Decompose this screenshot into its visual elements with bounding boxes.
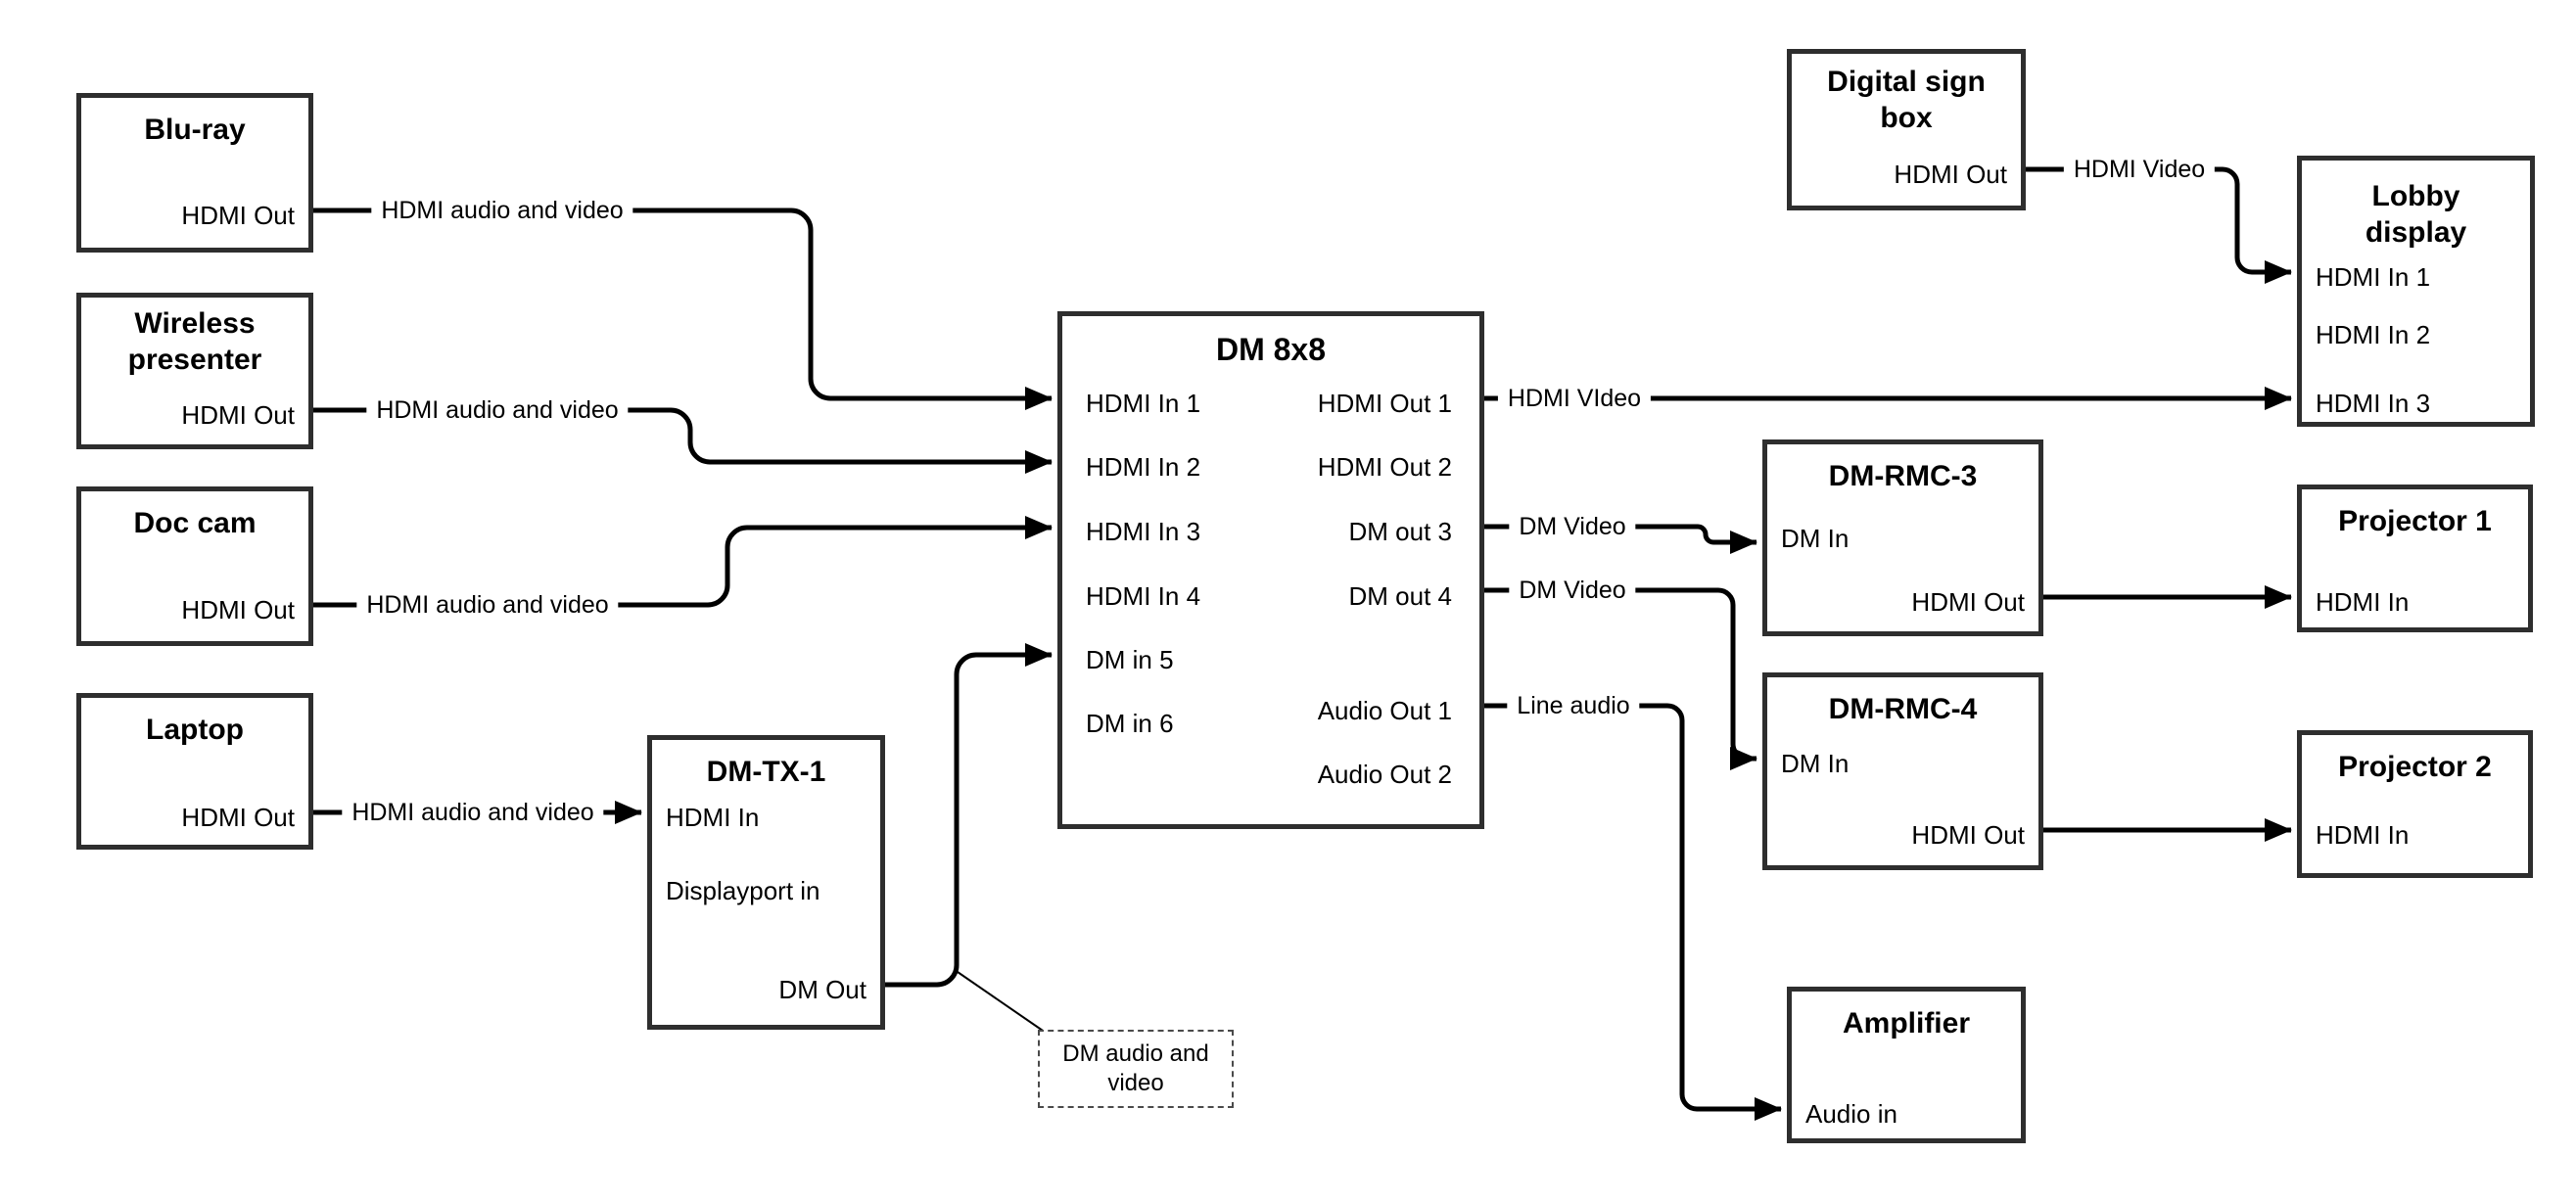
node-dm-8x8: DM 8x8 HDMI In 1 HDMI In 2 HDMI In 3 HDM… xyxy=(1057,311,1484,829)
wire-label-dm-out-4: DM Video xyxy=(1509,576,1636,605)
wire-dm8x8-audioout1-to-amplifier-audio-in xyxy=(1484,703,1782,1121)
port-lobby-hdmi-in-1: HDMI In 1 xyxy=(2316,262,2431,292)
node-dm-tx-1: DM-TX-1 HDMI In Displayport in DM Out xyxy=(647,735,885,1030)
node-lobby-display-title: Lobby display xyxy=(2365,180,2467,249)
node-dm-rmc-4-title: DM-RMC-4 xyxy=(1828,693,1978,725)
node-wireless-presenter-title: Wireless presenter xyxy=(127,307,262,376)
node-amplifier: Amplifier Audio in xyxy=(1787,987,2026,1143)
wire-dm8x8-dmout4-to-dmrmc4-dm-in xyxy=(1484,587,1757,770)
port-dmrmc4-dm-in: DM In xyxy=(1781,749,1850,778)
node-dm-tx-1-title: DM-TX-1 xyxy=(706,756,826,788)
wire-label-laptop: HDMI audio and video xyxy=(342,798,604,827)
port-dmtx1-dm-out: DM Out xyxy=(778,975,866,1004)
wire-bluray-to-dm8x8-hdmi-in1 xyxy=(313,208,1053,410)
node-doc-cam: Doc cam HDMI Out xyxy=(76,486,313,646)
wire-label-bluray: HDMI audio and video xyxy=(371,196,633,225)
node-projector-2-title: Projector 2 xyxy=(2338,751,2492,783)
port-dmrmc4-hdmi-out: HDMI Out xyxy=(1911,820,2025,850)
port-dm8x8-hdmi-out-1: HDMI Out 1 xyxy=(1317,389,1452,418)
node-laptop: Laptop HDMI Out xyxy=(76,693,313,850)
port-laptop-hdmi-out: HDMI Out xyxy=(181,803,295,832)
port-projector2-hdmi-in: HDMI In xyxy=(2316,820,2410,850)
port-dm8x8-hdmi-in-1: HDMI In 1 xyxy=(1086,389,1201,418)
wire-label-doccam: HDMI audio and video xyxy=(356,590,619,620)
wire-label-dm-out-3: DM Video xyxy=(1509,512,1636,541)
port-doccam-hdmi-out: HDMI Out xyxy=(181,595,295,624)
port-amplifier-audio-in: Audio in xyxy=(1805,1099,1897,1129)
port-dm8x8-audio-out-1: Audio Out 1 xyxy=(1317,696,1452,725)
annotation-leader-line xyxy=(957,971,1047,1034)
wire-label-audio-out-1: Line audio xyxy=(1507,691,1640,720)
port-dm8x8-dm-in-6: DM in 6 xyxy=(1086,709,1174,738)
port-dm8x8-hdmi-in-3: HDMI In 3 xyxy=(1086,517,1201,546)
port-bluray-hdmi-out: HDMI Out xyxy=(181,201,295,230)
port-lobby-hdmi-in-2: HDMI In 2 xyxy=(2316,320,2431,349)
node-projector-2: Projector 2 HDMI In xyxy=(2297,730,2533,878)
node-bluray: Blu-ray HDMI Out xyxy=(76,93,313,253)
node-laptop-title: Laptop xyxy=(146,714,244,746)
annotation-dm-audio-and-video: DM audio and video xyxy=(1038,1030,1234,1108)
port-dm8x8-hdmi-in-2: HDMI In 2 xyxy=(1086,452,1201,482)
port-dmrmc3-hdmi-out: HDMI Out xyxy=(1911,587,2025,617)
port-wireless-hdmi-out: HDMI Out xyxy=(181,400,295,430)
wire-label-digital-sign: HDMI Video xyxy=(2063,155,2216,184)
wire-label-hdmi-out-1: HDMI VIdeo xyxy=(1497,384,1652,413)
node-wireless-presenter: Wireless presenter HDMI Out xyxy=(76,293,313,449)
node-dm-rmc-4: DM-RMC-4 DM In HDMI Out xyxy=(1762,672,2043,870)
wire-dmtx1-dmout-to-dm8x8-dm-in5 xyxy=(885,643,1053,988)
wire-doccam-to-dm8x8-hdmi-in3 xyxy=(313,516,1053,608)
port-dm8x8-dm-out-4: DM out 4 xyxy=(1348,581,1453,611)
port-dm8x8-hdmi-out-2: HDMI Out 2 xyxy=(1317,452,1452,482)
port-dmtx1-hdmi-in: HDMI In xyxy=(666,803,760,832)
node-digital-sign-box: Digital sign box HDMI Out xyxy=(1787,49,2026,210)
port-dm8x8-dm-in-5: DM in 5 xyxy=(1086,645,1174,674)
node-dm-8x8-title: DM 8x8 xyxy=(1215,332,1327,367)
wire-wireless-to-dm8x8-hdmi-in2 xyxy=(313,407,1053,474)
port-lobby-hdmi-in-3: HDMI In 3 xyxy=(2316,389,2431,418)
port-dmrmc3-dm-in: DM In xyxy=(1781,524,1850,553)
wire-dm8x8-dmout3-to-dmrmc3-dm-in xyxy=(1484,524,1757,554)
port-projector1-hdmi-in: HDMI In xyxy=(2316,587,2410,617)
node-dm-rmc-3-title: DM-RMC-3 xyxy=(1828,460,1978,492)
node-projector-1: Projector 1 HDMI In xyxy=(2297,485,2533,632)
wire-digitalsign-to-lobby-hdmi-in1 xyxy=(2022,166,2292,284)
node-amplifier-title: Amplifier xyxy=(1842,1007,1971,1039)
node-projector-1-title: Projector 1 xyxy=(2338,505,2492,537)
node-lobby-display: Lobby display HDMI In 1 HDMI In 2 HDMI I… xyxy=(2297,156,2535,427)
port-dmtx1-displayport-in: Displayport in xyxy=(666,876,820,905)
node-doc-cam-title: Doc cam xyxy=(133,507,257,539)
port-digitalsign-hdmi-out: HDMI Out xyxy=(1894,160,2007,189)
node-dm-rmc-3: DM-RMC-3 DM In HDMI Out xyxy=(1762,439,2043,636)
node-bluray-title: Blu-ray xyxy=(144,114,246,146)
port-dm8x8-audio-out-2: Audio Out 2 xyxy=(1317,760,1452,789)
port-dm8x8-dm-out-3: DM out 3 xyxy=(1348,517,1453,546)
node-digital-sign-box-title: Digital sign box xyxy=(1827,66,1986,134)
wire-label-wireless: HDMI audio and video xyxy=(366,395,629,425)
port-dm8x8-hdmi-in-4: HDMI In 4 xyxy=(1086,581,1201,611)
